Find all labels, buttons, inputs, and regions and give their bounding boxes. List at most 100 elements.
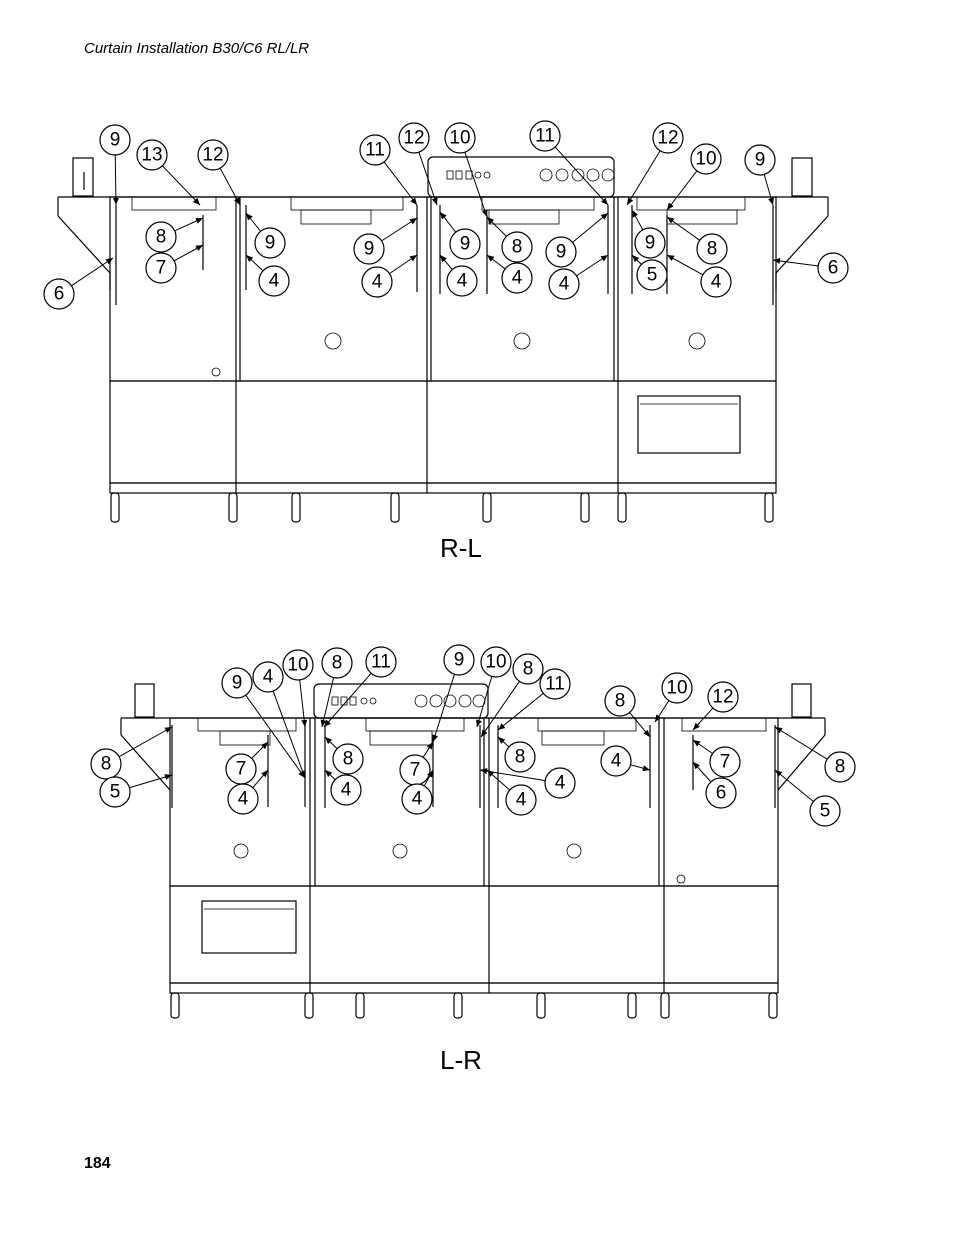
callout-bubble: 9	[634, 227, 666, 259]
callout-arrowhead	[667, 217, 675, 224]
callout-bubble: 8	[604, 685, 636, 717]
diagram-caption-rl: R-L	[440, 533, 482, 563]
callout-arrowhead	[775, 727, 783, 734]
callout-label: 10	[287, 655, 308, 676]
callout-bubble: 4	[258, 265, 290, 297]
callout-label: 10	[666, 678, 687, 699]
callout-arrowhead	[601, 197, 608, 205]
callout-label: 6	[54, 284, 65, 305]
callout-bubble: 10	[480, 646, 512, 678]
callout-label: 11	[545, 674, 565, 695]
callout-bubble: 12	[398, 122, 430, 154]
callout-label: 5	[647, 265, 658, 286]
callout-bubble: 10	[444, 122, 476, 154]
callout-arrowhead	[426, 742, 433, 750]
callout-arrowhead	[409, 218, 417, 225]
callout-label: 12	[403, 128, 424, 149]
callout-arrowhead	[105, 258, 113, 265]
page-header: Curtain Installation B30/C6 RL/LR	[84, 40, 310, 57]
callout-label: 4	[711, 272, 722, 293]
callout-label: 9	[110, 130, 121, 151]
callout-arrowhead	[324, 719, 331, 727]
callout-arrowhead	[487, 770, 495, 777]
callout-arrowhead	[409, 255, 417, 262]
callout-label: 7	[720, 752, 731, 773]
callout-leader	[480, 681, 520, 738]
callout-label: 5	[820, 801, 831, 822]
callout-arrowhead	[476, 719, 482, 727]
callout-bubble: 9	[449, 228, 481, 260]
callout-arrowhead	[600, 255, 608, 262]
callout-leader	[114, 154, 117, 206]
callout-arrowhead	[112, 197, 119, 205]
callout-arrowhead	[325, 737, 333, 745]
callout-label: 8	[707, 239, 718, 260]
callout-label: 9	[454, 650, 465, 671]
callout-bubble: 9	[99, 124, 131, 156]
callout-label: 11	[371, 652, 391, 673]
callout-arrowhead	[325, 770, 333, 777]
callout-bubble: 11	[529, 120, 561, 152]
callout-label: 8	[835, 757, 846, 778]
callout-bubble: 8	[512, 653, 544, 685]
callout-bubble: 12	[197, 139, 229, 171]
callout-arrowhead	[440, 212, 447, 220]
callout-leader	[129, 774, 173, 789]
callout-label: 9	[460, 234, 471, 255]
callout-arrowhead	[667, 255, 675, 262]
callout-arrowhead	[481, 729, 488, 737]
callout-bubble: 10	[661, 672, 693, 704]
callout-bubble: 8	[332, 743, 364, 775]
callout-bubble: 7	[399, 754, 431, 786]
callout-bubble: 4	[361, 266, 393, 298]
callout-label: 4	[238, 789, 249, 810]
callout-bubble: 12	[707, 681, 739, 713]
callout-label: 9	[755, 150, 766, 171]
callout-label: 7	[156, 258, 167, 279]
callout-leader	[321, 677, 335, 728]
callout-label: 12	[712, 687, 733, 708]
diagram-caption-lr: L-R	[440, 1045, 482, 1075]
callout-arrowhead	[164, 774, 172, 780]
callout-bubble: 4	[505, 784, 537, 816]
callout-label: 4	[341, 780, 352, 801]
callout-bubble: 13	[136, 139, 168, 171]
callout-label: 12	[657, 128, 678, 149]
callout-label: 7	[410, 760, 421, 781]
callout-arrowhead	[246, 213, 253, 221]
callout-leader	[476, 676, 493, 728]
callout-arrowhead	[431, 197, 438, 205]
callout-arrowhead	[775, 770, 783, 777]
callout-leader	[772, 259, 819, 267]
callout-bubble: 9	[221, 667, 253, 699]
callout-bubble: 11	[365, 646, 397, 678]
callout-label: 6	[828, 258, 839, 279]
callout-arrowhead	[487, 255, 495, 262]
callout-bubble: 6	[43, 278, 75, 310]
callout-arrowhead	[320, 719, 327, 727]
callout-arrowhead	[655, 714, 662, 722]
callout-label: 4	[263, 667, 274, 688]
callout-label: 4	[269, 271, 280, 292]
callout-bubble: 8	[504, 741, 536, 773]
callout-label: 4	[372, 272, 383, 293]
callout-bubble: 8	[824, 751, 856, 783]
callout-label: 7	[236, 759, 247, 780]
callout-arrowhead	[643, 729, 650, 737]
callout-bubble: 12	[652, 122, 684, 154]
callout-arrowhead	[246, 255, 254, 262]
callout-leader	[418, 152, 438, 206]
callout-arrowhead	[693, 740, 701, 747]
callout-arrowhead	[632, 255, 640, 263]
callout-label: 4	[412, 789, 423, 810]
callout-arrowhead	[693, 722, 700, 730]
callout-leader	[383, 161, 418, 206]
callout-bubble: 11	[359, 134, 391, 166]
callout-label: 9	[265, 233, 276, 254]
callout-arrowhead	[667, 202, 674, 210]
callout-label: 4	[555, 773, 566, 794]
callout-bubble: 9	[353, 233, 385, 265]
callout-arrowhead	[768, 197, 774, 205]
callout-leader	[572, 212, 609, 243]
